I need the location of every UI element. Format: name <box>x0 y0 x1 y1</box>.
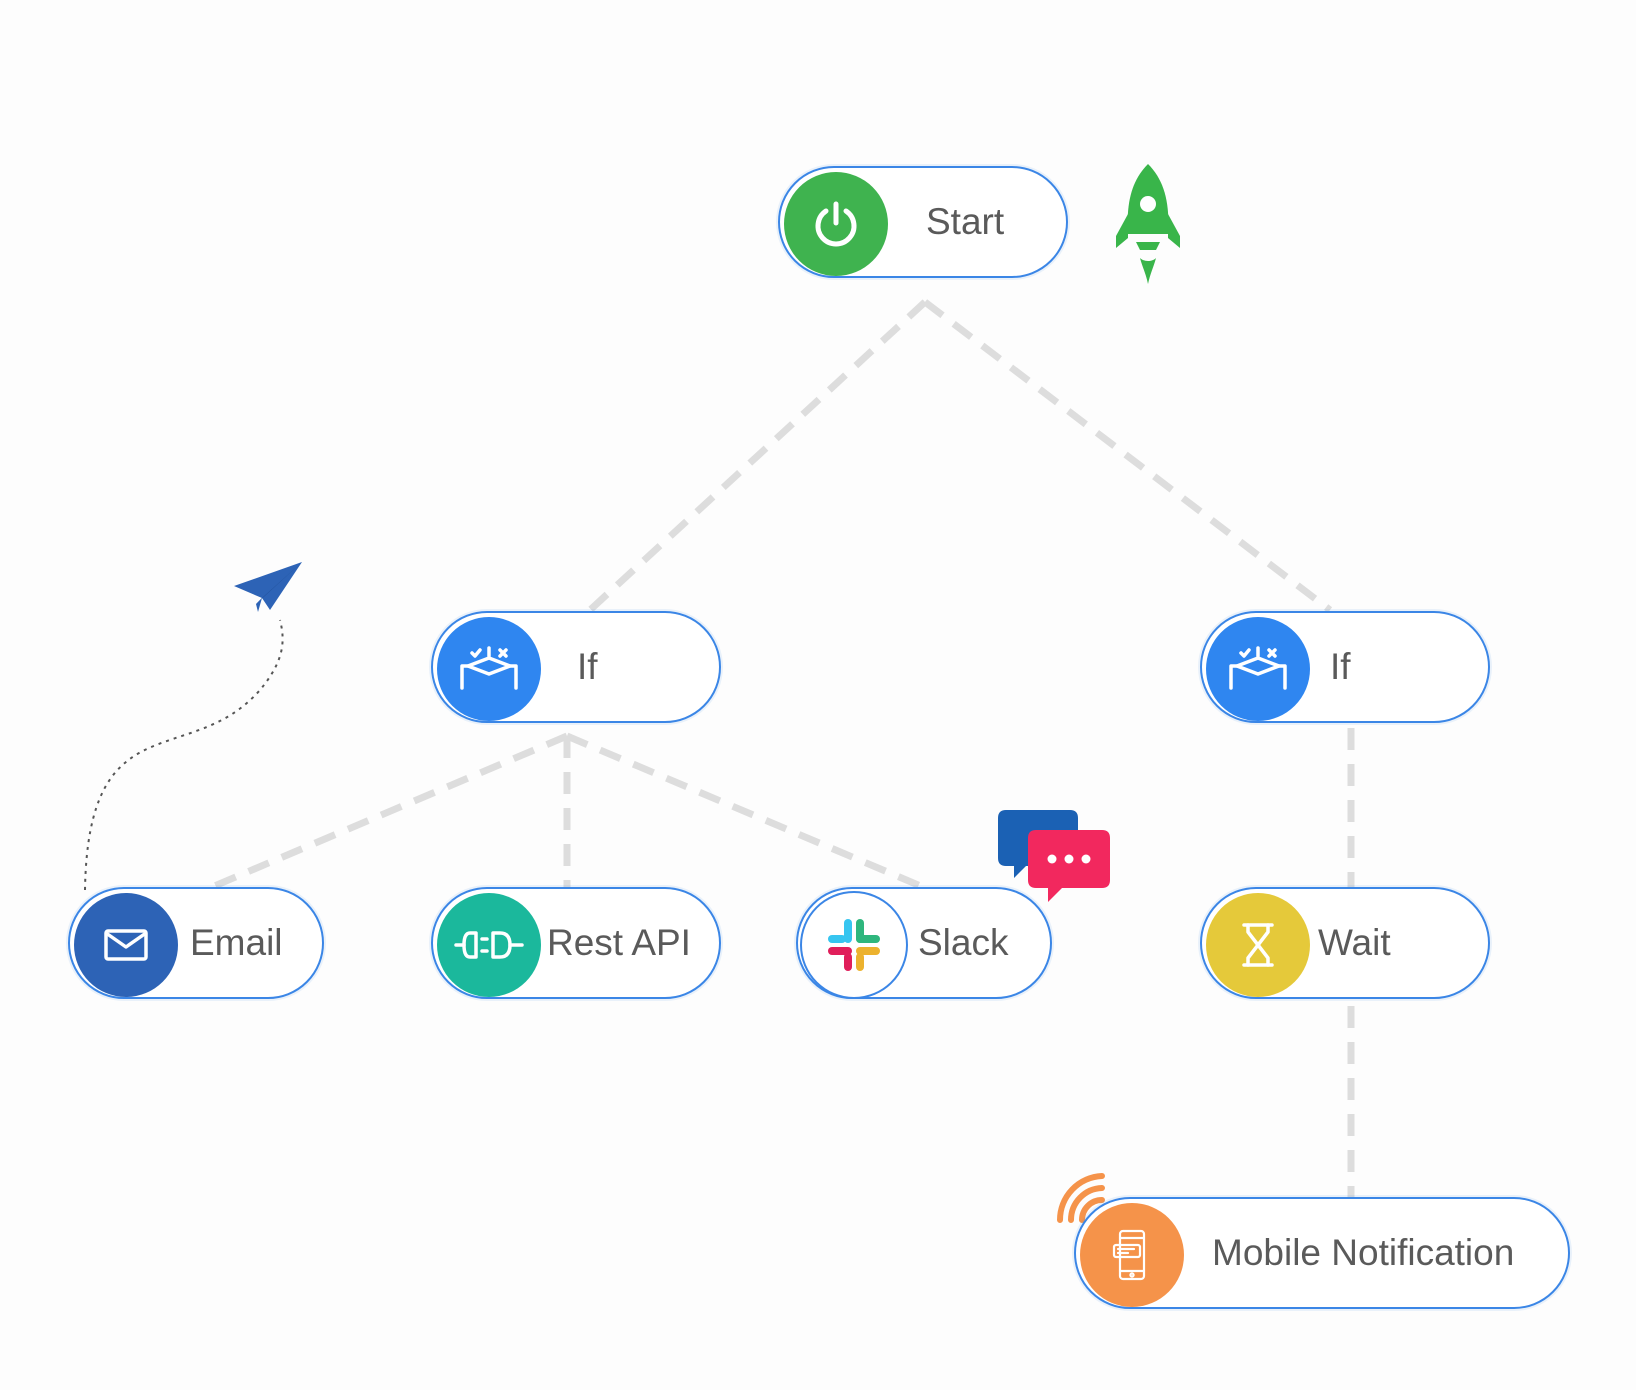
connector-if-email <box>203 732 569 894</box>
if-node-right-label: If <box>1330 646 1351 687</box>
condition-icon <box>1229 646 1287 690</box>
if-node-left[interactable]: If <box>431 611 721 723</box>
start-node-label: Start <box>926 201 1005 242</box>
power-icon <box>815 201 857 247</box>
slack-node-icon-circle <box>802 893 906 997</box>
email-node[interactable]: Email <box>68 887 324 999</box>
envelope-icon <box>104 929 148 961</box>
mobile-icon <box>1112 1229 1146 1281</box>
condition-icon <box>460 646 518 690</box>
mobile-notification-node-icon-circle <box>1080 1203 1184 1307</box>
chat-bubbles-icon <box>998 810 1110 902</box>
if-node-right[interactable]: If <box>1200 611 1490 723</box>
rest-api-node-label: Rest API <box>547 922 691 963</box>
rocket-icon <box>1116 164 1180 284</box>
mobile-notification-node-label: Mobile Notification <box>1212 1232 1515 1273</box>
email-node-label: Email <box>190 922 283 963</box>
if-node-left-label: If <box>577 646 598 687</box>
plug-icon <box>454 931 524 959</box>
email-node-icon-circle <box>74 893 178 997</box>
if-node-left-icon-circle <box>437 617 541 721</box>
slack-icon <box>828 919 880 971</box>
connector-start-if-right <box>922 299 1333 613</box>
connector-start-if-left <box>587 299 928 613</box>
connector-if-slack <box>565 732 932 894</box>
rest-api-node-icon-circle <box>437 893 541 997</box>
start-node[interactable]: Start <box>778 166 1068 278</box>
slack-node-label: Slack <box>918 922 1009 963</box>
dotted-trail <box>84 619 284 891</box>
wait-node-icon-circle <box>1206 893 1310 997</box>
wait-node[interactable]: Wait <box>1200 887 1490 999</box>
if-node-right-icon-circle <box>1206 617 1310 721</box>
paper-plane-icon <box>234 562 302 612</box>
mobile-notification-node[interactable]: Mobile Notification <box>1074 1197 1570 1309</box>
rest-api-node[interactable]: Rest API <box>431 887 721 999</box>
wait-node-label: Wait <box>1318 922 1391 963</box>
start-node-icon-circle <box>784 172 888 276</box>
hourglass-icon <box>1242 923 1274 967</box>
wifi-signal-icon <box>1056 1173 1105 1223</box>
slack-node[interactable]: Slack <box>796 887 1052 999</box>
